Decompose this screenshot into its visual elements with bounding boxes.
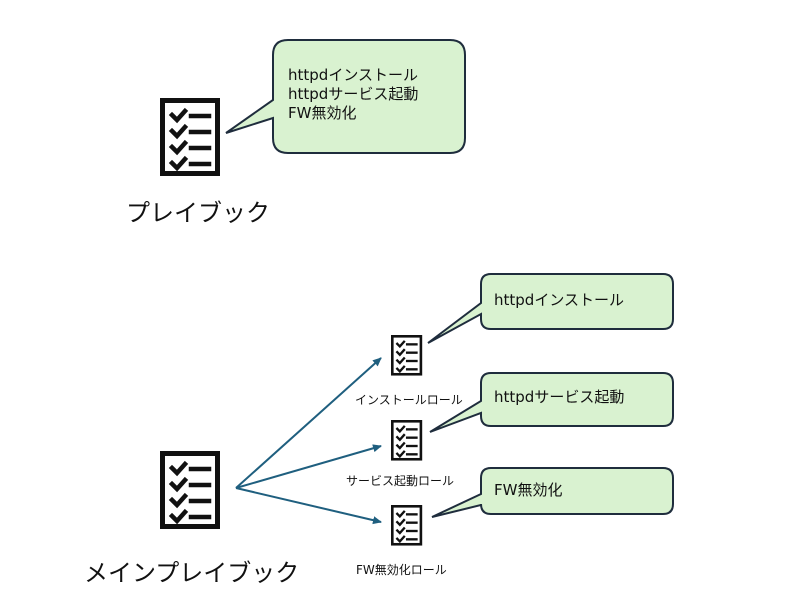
service-role-bubble bbox=[429, 372, 674, 433]
arrow-to-fw-role bbox=[235, 487, 382, 525]
install-role-checklist-icon bbox=[390, 334, 423, 376]
service-role-checklist-icon bbox=[390, 419, 423, 461]
fw-role-label: FW無効化ロール bbox=[356, 563, 447, 577]
arrow-to-install-role bbox=[235, 357, 382, 489]
arrow-to-service-role bbox=[235, 444, 382, 489]
service-role-bubble-text: httpdサービス起動 bbox=[494, 388, 625, 406]
main-playbook-label: メインプレイブック bbox=[84, 559, 300, 587]
service-role-label: サービス起動ロール bbox=[346, 474, 455, 488]
install-role-bubble bbox=[427, 273, 674, 344]
playbook-bubble-line: httpdインストール bbox=[288, 66, 419, 84]
playbook-checklist-icon bbox=[163, 101, 218, 174]
install-role-label: インストールロール bbox=[355, 393, 463, 407]
fw-role-bubble bbox=[431, 467, 674, 518]
playbook-label: プレイブック bbox=[126, 199, 270, 227]
playbook-bubble-line: FW無効化 bbox=[288, 104, 357, 122]
playbook-bubble-line: httpdサービス起動 bbox=[288, 85, 419, 103]
playbook-bubble bbox=[225, 39, 466, 154]
fw-role-bubble-text: FW無効化 bbox=[494, 481, 563, 499]
main-playbook-checklist-icon bbox=[163, 454, 218, 527]
install-role-bubble-text: httpdインストール bbox=[494, 291, 625, 309]
fw-role-checklist-icon bbox=[390, 504, 423, 546]
